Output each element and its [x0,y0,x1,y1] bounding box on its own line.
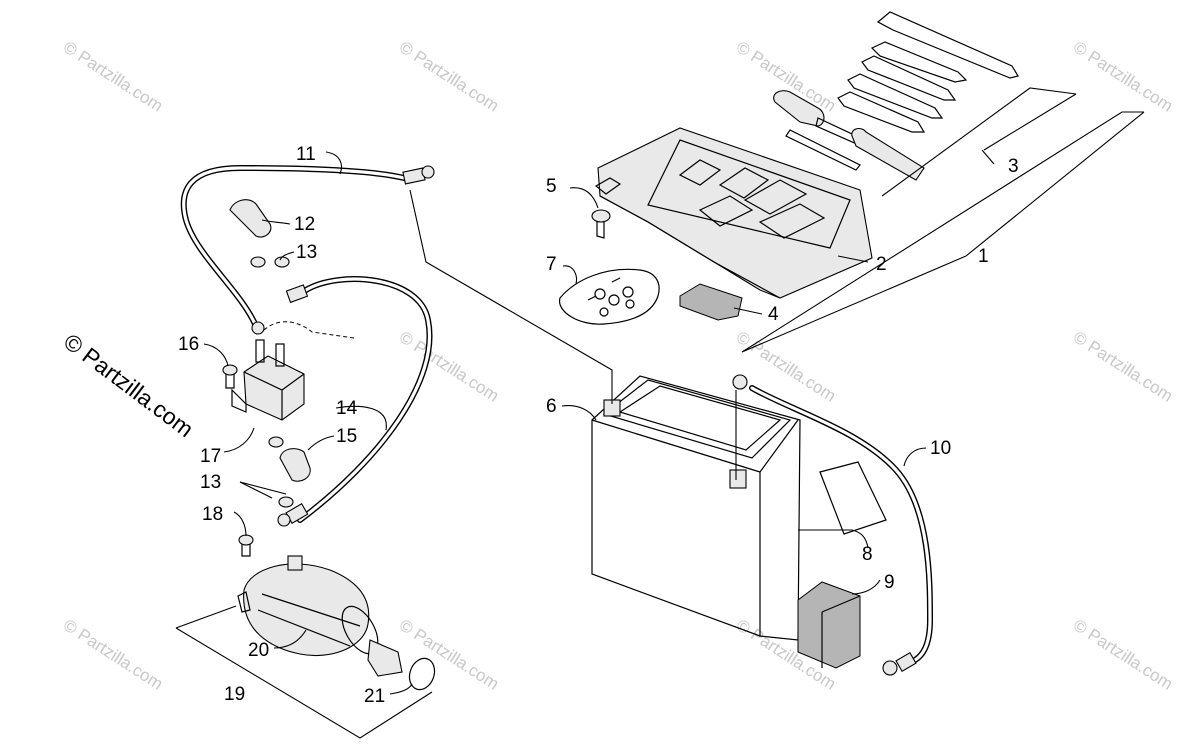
solenoid-cable [277,276,433,527]
callout-12: 12 [294,214,315,235]
bolt-16 [222,364,238,389]
battery-decal [819,461,887,535]
callout-8: 8 [862,544,873,565]
callout-2: 2 [876,254,887,275]
callout-10: 10 [930,438,951,459]
callout-9: 9 [884,572,895,593]
o-ring [408,657,436,691]
callout-1: 1 [978,246,989,267]
tool-tray [594,127,873,299]
callout-14: 14 [336,398,358,419]
callout-11: 11 [296,144,316,165]
watermark: © Partzilla.com [1070,37,1176,115]
bolt-5 [591,209,611,239]
battery-cable [732,374,934,676]
leader-lines [175,87,1145,739]
callout-20: 20 [248,640,269,661]
bolt-18 [238,534,254,557]
watermark: © Partzilla.com [733,327,839,405]
tool-kit [773,11,1019,181]
callout-16: 16 [178,334,199,355]
starter-solenoid [231,321,355,421]
callout-18: 18 [202,504,223,525]
callout-13-lower: 13 [200,472,221,493]
callout-13-upper: 13 [296,242,317,263]
watermark: © Partzilla.com [60,615,166,693]
terminal-boot [229,199,272,238]
callout-6: 6 [546,396,557,417]
callout-3: 3 [1008,156,1019,177]
callout-19: 19 [224,684,245,705]
starter-boot [279,448,311,482]
watermark: © Partzilla.com [396,37,502,115]
callout-17: 17 [200,446,221,467]
callout-21: 21 [364,686,385,707]
watermark: © Partzilla.com [1070,615,1176,693]
watermark: © Partzilla.com [1070,327,1176,405]
foam-block [797,581,861,669]
starter-cable [180,164,435,335]
watermark: © Partzilla.com [396,615,502,693]
callout-labels: 1 2 3 4 5 6 7 8 9 10 11 12 13 14 15 16 1… [178,144,1019,707]
callout-5: 5 [546,176,557,197]
callout-15: 15 [336,426,357,447]
hardware-bag [559,268,660,325]
battery [591,375,801,641]
starter-motor [237,555,403,677]
foam-pad [679,283,743,321]
callout-4: 4 [768,304,779,325]
callout-7: 7 [546,254,557,275]
watermark: © Partzilla.com [60,37,166,115]
